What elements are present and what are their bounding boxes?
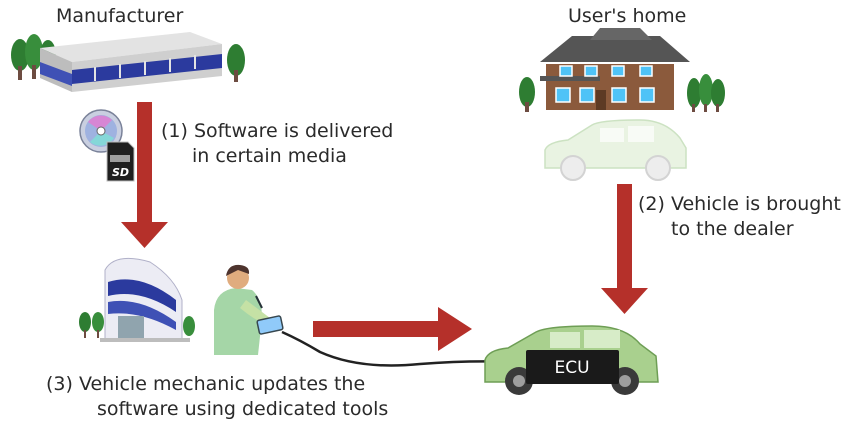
ecu-box: ECU: [526, 350, 619, 384]
step3-line1: (3) Vehicle mechanic updates the: [46, 373, 366, 395]
manufacturer-label: Manufacturer: [56, 5, 184, 27]
step3-label: (3) Vehicle mechanic updates the softwar…: [46, 372, 388, 422]
step3-line2: software using dedicated tools: [97, 398, 389, 420]
step1-line2: in certain media: [192, 145, 347, 167]
step2-line1: (2) Vehicle is brought: [638, 193, 841, 215]
step1-line1: (1) Software is delivered: [161, 120, 394, 142]
step1-label: (1) Software is delivered in certain med…: [161, 119, 393, 169]
arrow-step3: [313, 307, 472, 351]
car-icon-home: [544, 119, 687, 181]
sd-card-icon: SD: [106, 141, 135, 182]
factory-icon: [11, 32, 245, 92]
diagnostic-cable: [281, 330, 519, 367]
arrow-step1: [121, 102, 168, 248]
house-icon: [519, 28, 725, 112]
dealer-building-icon: [79, 257, 195, 342]
mechanic-icon: [214, 264, 284, 355]
users-home-label: User's home: [568, 5, 687, 27]
ecu-label: ECU: [554, 358, 589, 378]
step2-line2: to the dealer: [671, 218, 794, 240]
arrow-step2: [601, 184, 648, 314]
sd-card-label: SD: [112, 166, 129, 179]
step2-label: (2) Vehicle is brought to the dealer: [638, 192, 841, 242]
